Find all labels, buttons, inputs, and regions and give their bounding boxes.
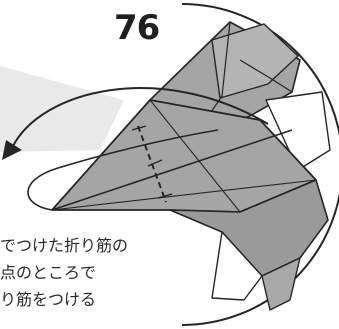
- curved-fold-arrow-icon: [2, 87, 269, 211]
- instruction-text: でつけた折り筋の 点のところで り筋をつける: [0, 232, 200, 313]
- instruction-line-2: 点のところで: [0, 263, 97, 282]
- paper-upper-inner-flap: [211, 23, 299, 99]
- paper-upper-edge-detail: [239, 59, 293, 93]
- reference-mark-bottom: [157, 193, 173, 199]
- crease-line-main: [51, 129, 293, 211]
- crease-line-secondary: [149, 99, 241, 213]
- detail-circle-outline: [181, 3, 339, 326]
- reference-mark-mid: [147, 159, 163, 167]
- background-shade-band: [0, 66, 124, 152]
- paper-lower-window: [211, 231, 263, 301]
- instruction-line-1: でつけた折り筋の: [0, 236, 129, 255]
- paper-lower-tip: [261, 257, 301, 311]
- paper-right-window: [265, 91, 331, 171]
- step-number: 76: [114, 8, 160, 48]
- instruction-line-3: り筋をつける: [0, 290, 97, 309]
- reference-mark-top: [131, 125, 147, 131]
- crease-line-lower: [51, 179, 317, 211]
